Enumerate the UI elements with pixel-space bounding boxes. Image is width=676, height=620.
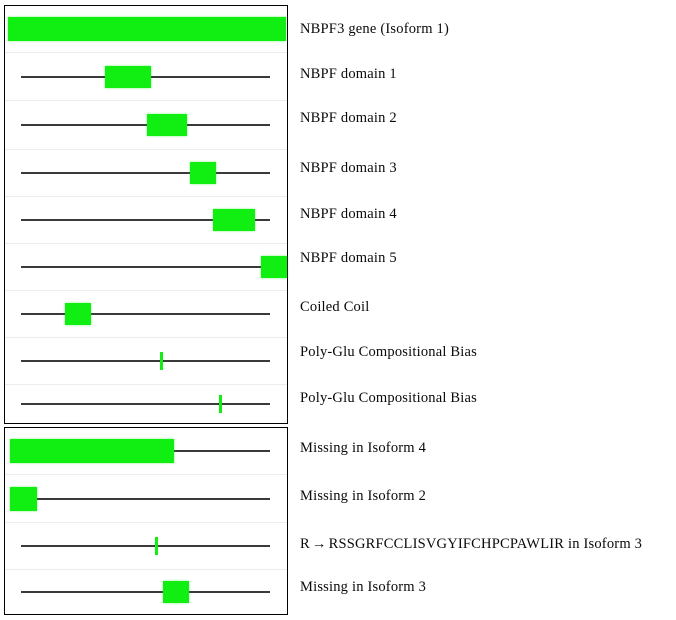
track-row[interactable] (5, 101, 287, 150)
label-nbpf-domain-3: NBPF domain 3 (300, 160, 397, 176)
label-nbpf-domain-5: NBPF domain 5 (300, 250, 397, 266)
track-row[interactable] (5, 385, 287, 423)
feature-poly-glu-bias-2[interactable] (218, 395, 222, 413)
variant-to-sequence: RSSGRFCCLISVGYIFCHPCPAWLIR (328, 536, 565, 552)
feature-poly-glu-bias-1[interactable] (159, 352, 163, 370)
feature-nbpf-domain-5[interactable] (260, 256, 287, 278)
label-missing-in-isoform-3: Missing in Isoform 3 (300, 579, 427, 595)
label-missing-in-isoform-4: Missing in Isoform 4 (300, 440, 427, 456)
track-backbone-line (21, 219, 270, 221)
track-backbone-line (21, 266, 270, 268)
track-row[interactable] (5, 53, 287, 101)
track-backbone-line (21, 172, 270, 174)
feature-nbpf-domain-3[interactable] (190, 162, 217, 184)
track-backbone-line (21, 545, 270, 547)
label-poly-glu-compositional-bias-1: Poly-Glu Compositional Bias (300, 344, 477, 360)
label-nbpf-domain-2: NBPF domain 2 (300, 110, 397, 126)
label-variant-isoform-3: R→RSSGRFCCLISVGYIFCHPCPAWLIR in Isoform … (300, 537, 642, 552)
track-row[interactable] (5, 150, 287, 197)
track-backbone-line (21, 497, 270, 500)
track-row[interactable] (5, 6, 287, 53)
feature-full-length-bar[interactable] (8, 17, 286, 41)
feature-coiled-coil[interactable] (65, 303, 92, 325)
feature-nbpf-domain-1[interactable] (105, 65, 151, 88)
arrow-icon: → (311, 536, 327, 552)
variant-from-residue: R (300, 536, 310, 552)
track-backbone-line (21, 313, 270, 315)
feature-variant-isoform-3[interactable] (155, 537, 159, 555)
track-row[interactable] (5, 291, 287, 338)
track-row[interactable] (5, 428, 287, 475)
label-missing-in-isoform-2: Missing in Isoform 2 (300, 488, 427, 504)
track-backbone-line (21, 360, 270, 362)
primary-features-panel (4, 5, 288, 424)
variant-isoform-suffix: in Isoform 3 (567, 536, 643, 552)
track-row[interactable] (5, 475, 287, 523)
track-row[interactable] (5, 244, 287, 291)
feature-nbpf-domain-4[interactable] (213, 209, 256, 231)
track-backbone-line (21, 124, 270, 126)
feature-nbpf-domain-2[interactable] (147, 114, 187, 136)
label-poly-glu-compositional-bias-2: Poly-Glu Compositional Bias (300, 390, 477, 406)
label-nbpf-domain-1: NBPF domain 1 (300, 66, 397, 82)
track-row[interactable] (5, 570, 287, 614)
track-row[interactable] (5, 338, 287, 385)
track-backbone-line (21, 403, 270, 405)
track-backbone-line (21, 591, 270, 593)
label-coiled-coil: Coiled Coil (300, 299, 370, 315)
label-nbpf-domain-4: NBPF domain 4 (300, 206, 397, 222)
feature-missing-in-isoform-2[interactable] (9, 486, 37, 511)
feature-missing-in-isoform-4[interactable] (9, 439, 175, 463)
track-row[interactable] (5, 523, 287, 570)
feature-missing-in-isoform-3[interactable] (162, 581, 190, 603)
isoform-variants-panel (4, 427, 288, 615)
track-row[interactable] (5, 197, 287, 244)
label-nbpf3-gene-isoform-1: NBPF3 gene (Isoform 1) (300, 21, 449, 37)
